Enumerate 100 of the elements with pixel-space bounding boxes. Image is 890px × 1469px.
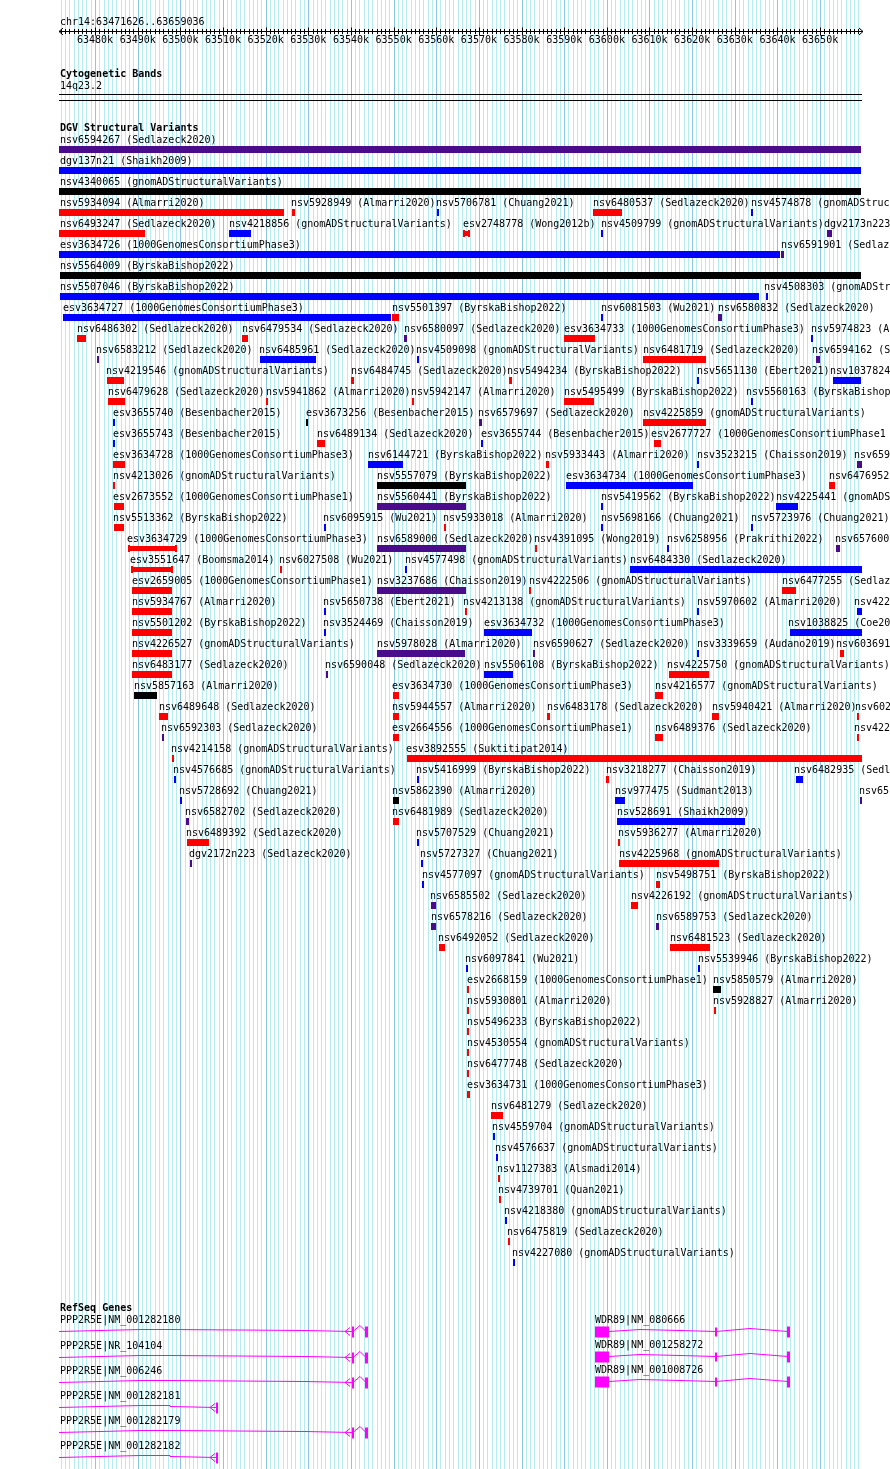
variant-label: nsv4218380 (gnomADStructuralVariants) xyxy=(504,1205,727,1217)
variant-label: esv3634729 (1000GenomesConsortiumPhase3) xyxy=(127,533,368,545)
variant-label: nsv6582702 (Sedlazeck2020) xyxy=(185,806,342,818)
variant-label: nsv5978028 (Almarri2020) xyxy=(377,638,522,650)
tick-label: 63520k xyxy=(247,34,284,46)
variant-label: nsv5498751 (ByrskaBishop2022) xyxy=(656,869,831,881)
variant-label: esv3634730 (1000GenomesConsortiumPhase3) xyxy=(392,680,633,692)
variant-label: esv3655740 (Besenbacher2015) xyxy=(113,407,282,419)
variant-label: nsv5416999 (ByrskaBishop2022) xyxy=(416,764,591,776)
variant-label: esv3634728 (1000GenomesConsortiumPhase3) xyxy=(113,449,354,461)
variant-label: nsv5930801 (Almarri2020) xyxy=(467,995,612,1007)
gene-label: PPP2R5E|NM_001282182 xyxy=(60,1440,181,1452)
variant-label: nsv5933443 (Almarri2020) xyxy=(545,449,690,461)
variant-label: nsv6081503 (Wu2021) xyxy=(601,302,716,314)
variant-label: nsv4530554 (gnomADStructuralVariants) xyxy=(467,1037,690,1049)
tick-label: 63500k xyxy=(162,34,199,46)
variant-label: nsv6481989 (Sedlazeck2020) xyxy=(392,806,549,818)
variant-label: dgv2173n223 xyxy=(824,218,890,230)
variant-label: nsv603691 xyxy=(836,638,890,650)
variant-label: nsv6481523 (Sedlazeck2020) xyxy=(670,932,827,944)
variant-label: nsv5934767 (Almarri2020) xyxy=(132,596,277,608)
variant-label: nsv4577097 (gnomADStructuralVariants) xyxy=(422,869,645,881)
variant-label: nsv6583212 (Sedlazeck2020) xyxy=(96,344,253,356)
variant-label: nsv6589000 (Sedlazeck2020) xyxy=(377,533,534,545)
variant-label: esv3551647 (Boomsma2014) xyxy=(130,554,275,566)
variant-label: nsv6477748 (Sedlazeck2020) xyxy=(467,1058,624,1070)
variant-label: nsv5564009 (ByrskaBishop2022) xyxy=(60,260,235,272)
variant-label: nsv5419562 (ByrskaBishop2022) xyxy=(601,491,776,503)
variant-label: nsv5651130 (Ebert2021) xyxy=(697,365,830,377)
variant-label: nsv5936277 (Almarri2020) xyxy=(618,827,763,839)
variant-label: nsv3524469 (Chaisson2019) xyxy=(323,617,474,629)
variant-label: nsv657600 xyxy=(835,533,890,545)
gene-label: PPP2R5E|NM_001282180 xyxy=(60,1314,181,1326)
tick-label: 63490k xyxy=(119,34,156,46)
variant-label: nsv4576685 (gnomADStructuralVariants) xyxy=(173,764,396,776)
variant-label: nsv4222506 (gnomADStructuralVariants) xyxy=(529,575,752,587)
variant-label: nsv5728692 (Chuang2021) xyxy=(179,785,318,797)
variant-label: nsv528691 (Shaikh2009) xyxy=(617,806,750,818)
gene-label: WDR89|NM_001008726 xyxy=(595,1364,704,1376)
variant-label: nsv5501397 (ByrskaBishop2022) xyxy=(392,302,567,314)
variant-label: nsv5727327 (Chuang2021) xyxy=(420,848,559,860)
variant-label: nsv4574878 (gnomADStruc xyxy=(751,197,890,209)
variant-label: nsv6482935 (Sedl xyxy=(794,764,890,776)
variant-label: nsv4214158 (gnomADStructuralVariants) xyxy=(171,743,394,755)
tick-label: 63550k xyxy=(375,34,412,46)
tick-label: 63580k xyxy=(503,34,540,46)
tick-label: 63590k xyxy=(546,34,583,46)
variant-label: nsv6479628 (Sedlazeck2020) xyxy=(108,386,265,398)
tick-label: 63530k xyxy=(290,34,327,46)
variant-label: nsv6483178 (Sedlazeck2020) xyxy=(547,701,704,713)
tick-label: 63630k xyxy=(716,34,753,46)
variant-label: nsv4739701 (Quan2021) xyxy=(498,1184,625,1196)
gene-label: WDR89|NM_080666 xyxy=(595,1314,686,1326)
variant-label: dgv2172n223 (Sedlazeck2020) xyxy=(189,848,352,860)
variant-label: nsv6476952 xyxy=(829,470,890,482)
variant-label: nsv5928827 (Almarri2020) xyxy=(713,995,858,1007)
variant-label: nsv5501202 (ByrskaBishop2022) xyxy=(132,617,307,629)
track-title: RefSeq Genes xyxy=(60,1302,133,1314)
variant-label: nsv5942147 (Almarri2020) xyxy=(411,386,556,398)
variant-label: nsv5850579 (Almarri2020) xyxy=(713,974,858,986)
variant-label: nsv5723976 (Chuang2021) xyxy=(751,512,890,524)
variant-label: nsv4226527 (gnomADStructuralVariants) xyxy=(132,638,355,650)
variant-label: nsv6481279 (Sedlazeck2020) xyxy=(491,1100,648,1112)
variant-label: nsv6485961 (Sedlazeck2020) xyxy=(259,344,416,356)
gene-label: PPP2R5E|NM_006246 xyxy=(60,1365,163,1377)
variant-label: nsv5940421 (Almarri2020) xyxy=(712,701,857,713)
variant-label: nsv4577498 (gnomADStructuralVariants) xyxy=(405,554,628,566)
tick-label: 63540k xyxy=(332,34,370,46)
variant-label: nsv5560441 (ByrskaBishop2022) xyxy=(377,491,552,503)
variant-label: nsv6578216 (Sedlazeck2020) xyxy=(431,911,588,923)
variant-label: nsv6580097 (Sedlazeck2020) xyxy=(404,323,561,335)
variant-label: nsv4227080 (gnomADStructuralVariants) xyxy=(512,1247,735,1259)
variant-label: nsv5706781 (Chuang2021) xyxy=(436,197,575,209)
band-label: 14q23.2 xyxy=(60,80,103,92)
variant-label: nsv6479534 (Sedlazeck2020) xyxy=(242,323,399,335)
variant-label: nsv6579697 (Sedlazeck2020) xyxy=(478,407,635,419)
tick-label: 63610k xyxy=(631,34,668,46)
variant-label: nsv3339659 (Audano2019) xyxy=(697,638,836,650)
variant-label: esv3634731 (1000GenomesConsortiumPhase3) xyxy=(467,1079,708,1091)
variant-label: nsv5928949 (Almarri2020) xyxy=(291,197,436,209)
variant-label: nsv5941862 (Almarri2020) xyxy=(266,386,411,398)
variant-label: nsv6594162 (S xyxy=(812,344,890,356)
variant-label: nsv5539946 (ByrskaBishop2022) xyxy=(698,953,873,965)
variant-label: nsv5495499 (ByrskaBishop2022) xyxy=(564,386,739,398)
variant-label: esv2748778 (Wong2012b) xyxy=(463,218,596,230)
tick-label: 63640k xyxy=(759,34,796,46)
variant-label: esv2673552 (1000GenomesConsortiumPhase1) xyxy=(113,491,354,503)
variant-label: nsv6095915 (Wu2021) xyxy=(323,512,438,524)
tick-label: 63480k xyxy=(77,34,114,46)
tick-label: 63620k xyxy=(674,34,711,46)
variant-label: nsv422 xyxy=(854,722,890,734)
variant-label: esv3655744 (Besenbacher2015) xyxy=(481,428,650,440)
variant-label: nsv6484330 (Sedlazeck2020) xyxy=(630,554,787,566)
variant-label: nsv6486302 (Sedlazeck2020) xyxy=(77,323,234,335)
variant-label: nsv4225968 (gnomADStructuralVariants) xyxy=(619,848,842,860)
variant-label: nsv5507046 (ByrskaBishop2022) xyxy=(60,281,235,293)
variant-label: nsv4219546 (gnomADStructuralVariants) xyxy=(106,365,329,377)
variant-label: nsv5857163 (Almarri2020) xyxy=(134,680,279,692)
variant-label: esv2677727 (1000GenomesConsortiumPhase1 xyxy=(651,428,886,440)
tick-label: 63650k xyxy=(802,34,839,46)
